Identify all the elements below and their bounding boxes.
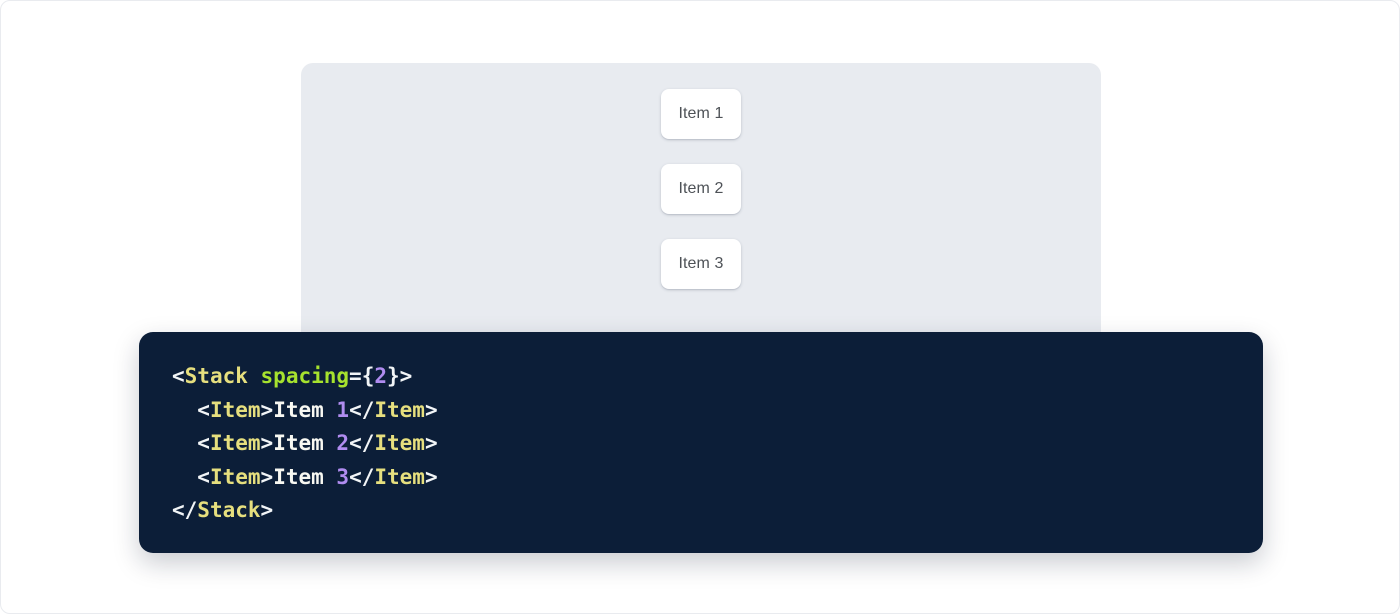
code-token-punct: > — [260, 464, 274, 489]
code-token-punct: > — [424, 397, 438, 422]
code-token-tag: Stack — [197, 498, 261, 522]
list-item[interactable]: Item 2 — [661, 164, 741, 214]
code-line: <Item>Item 1</Item> — [172, 394, 438, 428]
code-token-tag: Item — [209, 397, 261, 422]
code-token-punct: < — [197, 464, 210, 489]
code-token-text: Item — [273, 464, 337, 489]
code-token-tag: Item — [209, 431, 261, 455]
code-token-punct: > — [424, 431, 438, 455]
code-token-punct: > — [260, 397, 274, 422]
code-token-punct: > — [260, 498, 274, 522]
code-token-num: 2 — [336, 431, 350, 455]
code-token-attr: spacing — [260, 364, 350, 388]
code-token-punct: </ — [349, 431, 375, 455]
component-preview-panel: Item 1 Item 2 Item 3 — [301, 63, 1101, 355]
code-line: <Stack spacing={2}> — [172, 360, 438, 394]
stack-item-label: Item 1 — [678, 105, 724, 122]
code-token-punct: < — [197, 397, 210, 422]
stack-component: Item 1 Item 2 Item 3 — [301, 89, 1101, 289]
code-token-num: 1 — [336, 397, 350, 422]
code-token-punct: </ — [349, 464, 375, 489]
code-token-text: Item — [273, 397, 337, 422]
stack-item-label: Item 2 — [678, 180, 724, 197]
code-token-tag: Stack — [184, 364, 248, 388]
code-token-punct: > — [424, 464, 438, 489]
code-source: <Stack spacing={2}> <Item>Item 1</Item> … — [172, 360, 438, 528]
stack-item-label: Item 3 — [678, 255, 724, 272]
code-token-punct: < — [197, 431, 210, 455]
list-item[interactable]: Item 3 — [661, 239, 741, 289]
code-token-text: Item — [273, 431, 337, 455]
list-item[interactable]: Item 1 — [661, 89, 741, 139]
code-token-punct: }> — [387, 364, 413, 388]
code-token-num: 2 — [374, 364, 387, 388]
code-token-punct: </ — [349, 397, 375, 422]
code-token-punct: < — [172, 364, 185, 388]
code-token-tag: Item — [374, 431, 425, 455]
code-token-tag: Item — [374, 397, 425, 422]
code-token-num: 3 — [336, 464, 350, 489]
code-line: </Stack> — [172, 494, 438, 528]
code-token-text — [248, 364, 261, 388]
code-snippet-panel[interactable]: <Stack spacing={2}> <Item>Item 1</Item> … — [139, 332, 1263, 553]
code-token-punct: > — [260, 431, 274, 455]
code-token-tag: Item — [374, 464, 425, 489]
code-token-tag: Item — [209, 464, 261, 489]
code-token-punct: ={ — [349, 364, 375, 388]
code-line: <Item>Item 2</Item> — [172, 427, 438, 461]
code-line: <Item>Item 3</Item> — [172, 461, 438, 495]
code-token-punct: </ — [172, 498, 198, 522]
